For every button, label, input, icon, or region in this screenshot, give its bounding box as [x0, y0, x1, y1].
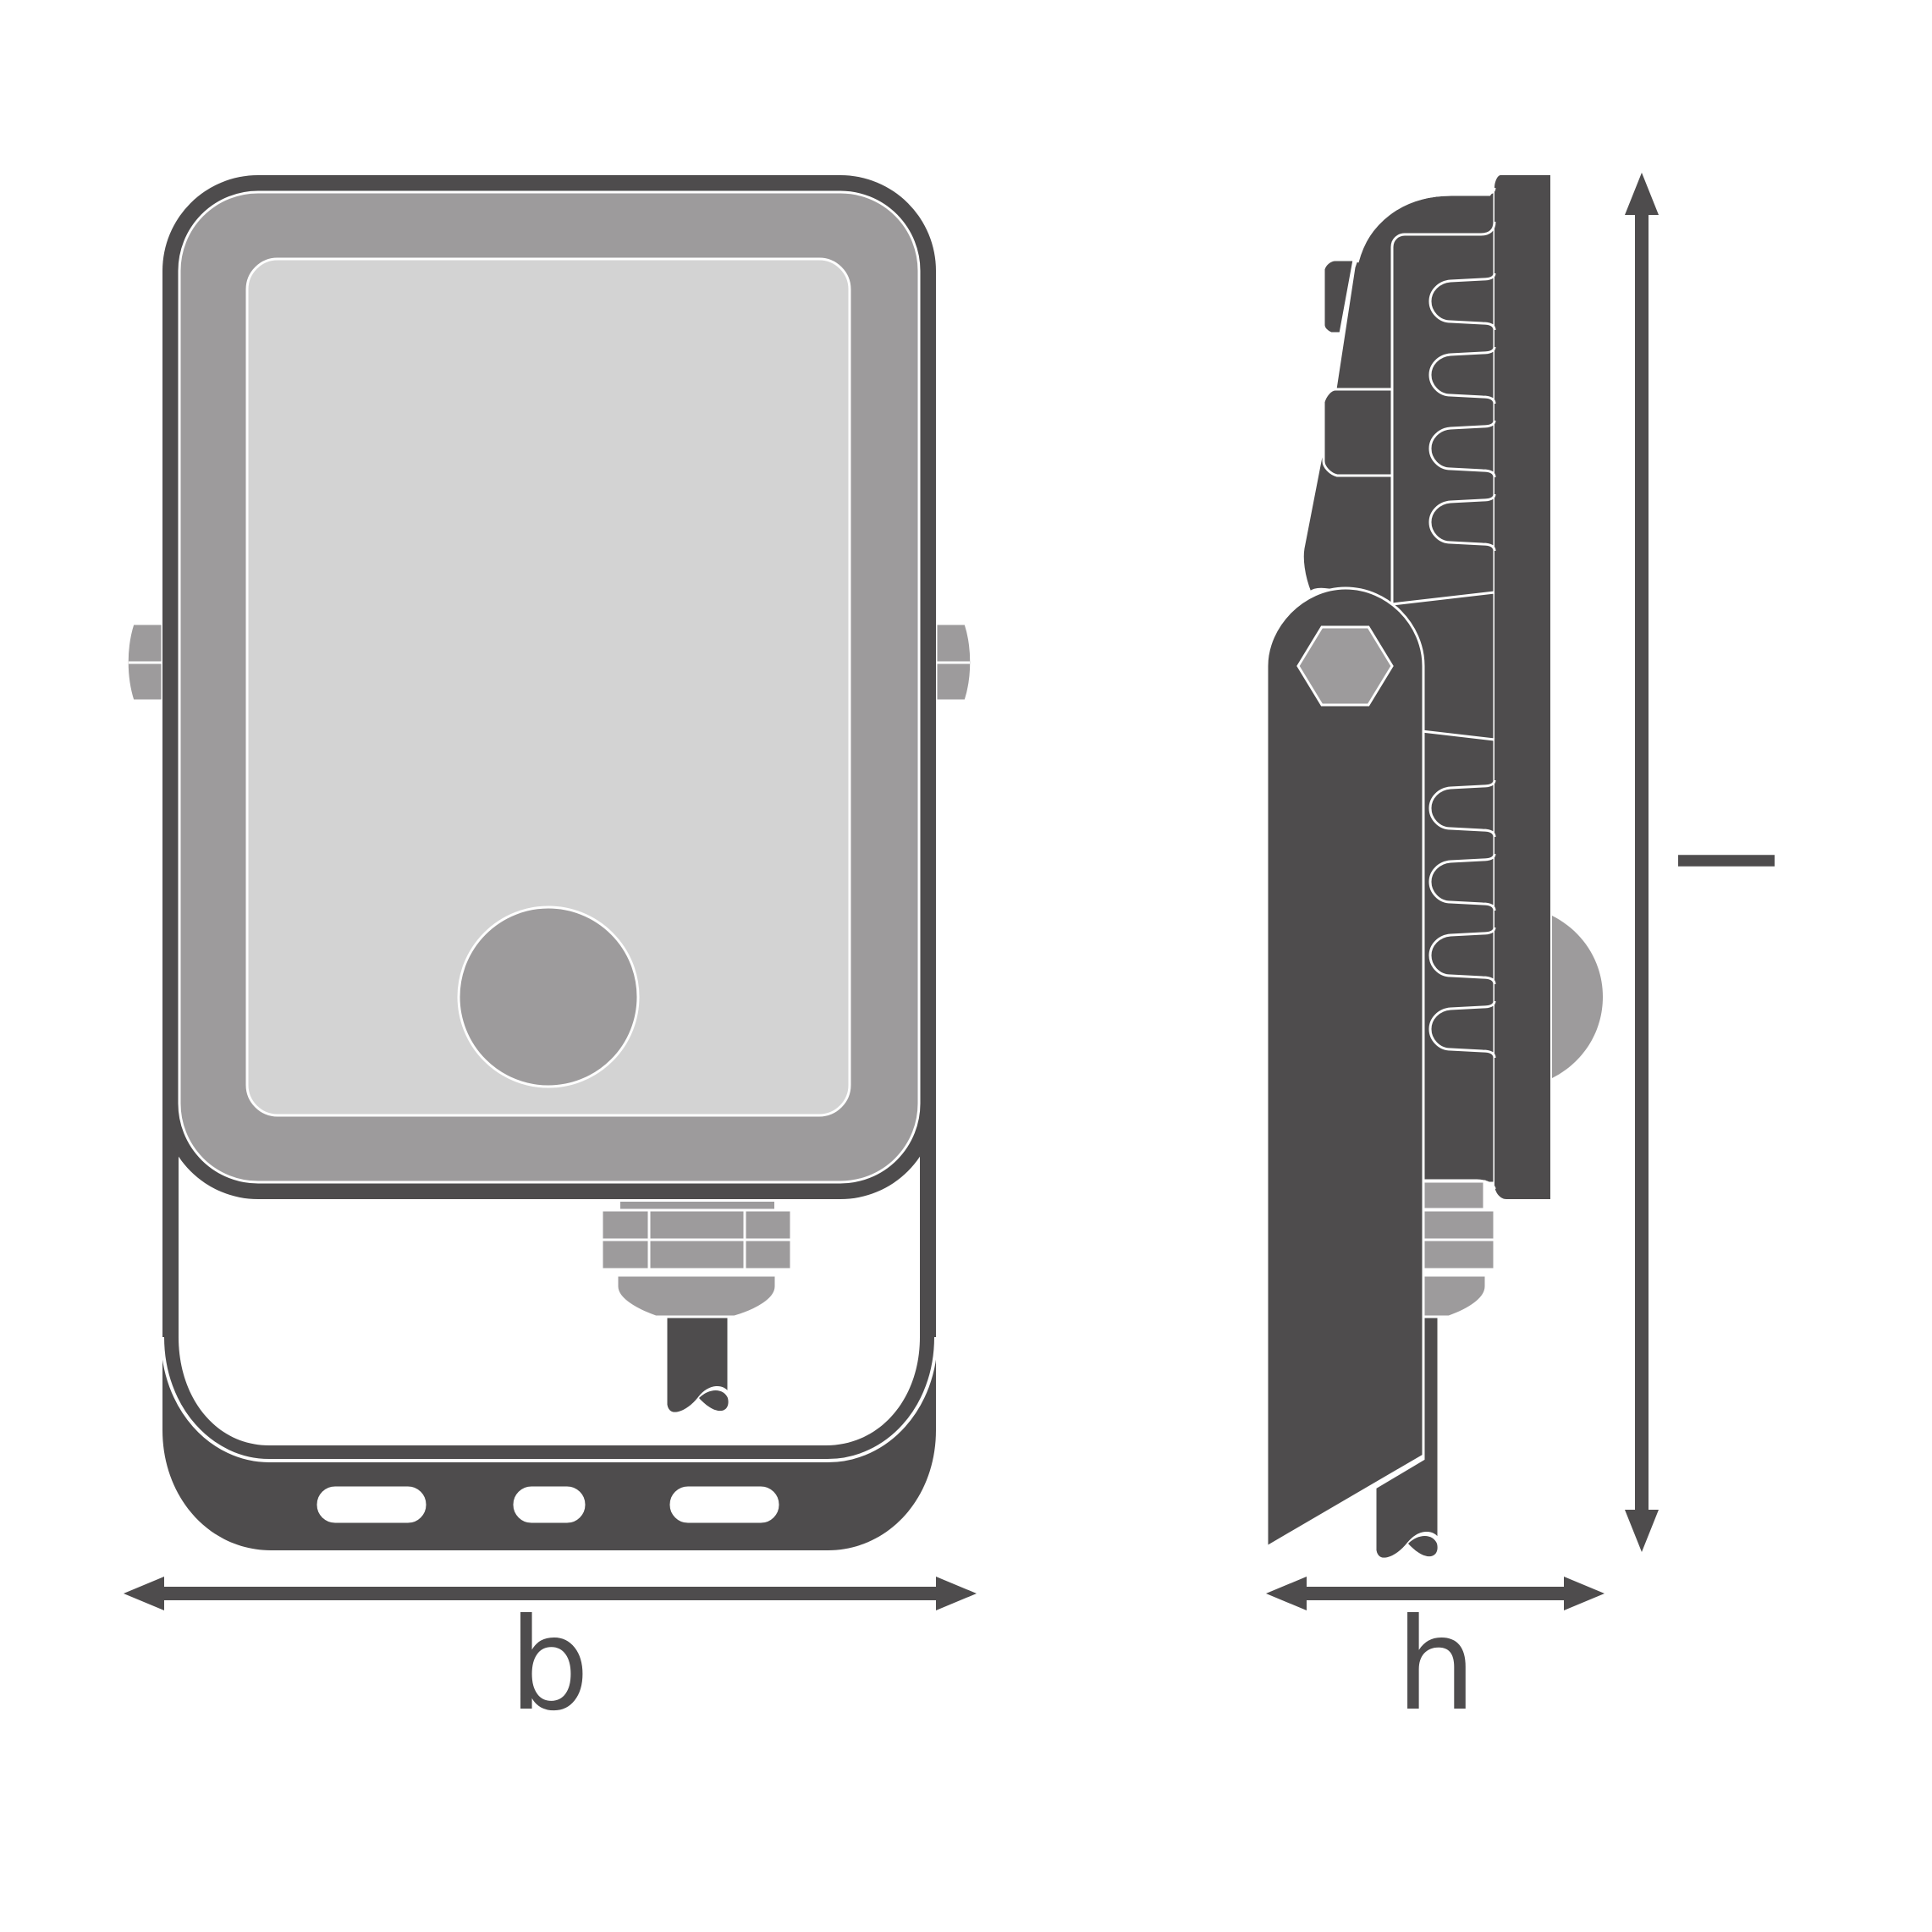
bracket-fold-line: [161, 1336, 938, 1462]
cable-end-side: [1408, 1536, 1438, 1557]
middle-tab: [1322, 388, 1394, 477]
width-dimension-arrow: [124, 1577, 977, 1610]
motion-sensor: [457, 905, 640, 1088]
length-dimension-arrow: [1625, 173, 1659, 1552]
cooling-fins-upper: [1428, 272, 1496, 552]
inner-housing-edge: [1390, 221, 1496, 606]
motion-sensor-side: [1552, 916, 1603, 1078]
width-dimension-label: b: [509, 1592, 590, 1739]
mounting-slot-right: [667, 1483, 782, 1526]
side-nut-right: [934, 622, 973, 702]
cable-end: [699, 1390, 729, 1412]
power-cable-side: [1373, 1315, 1440, 1560]
side-nut-left: [125, 622, 164, 702]
depth-dimension-arrow: [1266, 1577, 1604, 1610]
upper-tab: [1322, 258, 1356, 335]
mounting-hole-center: [510, 1483, 588, 1526]
front-view: [124, 175, 977, 1610]
depth-dimension-label: h: [1395, 1592, 1477, 1739]
lens-panel: [245, 257, 851, 1117]
cable-gland-side: [1422, 1180, 1496, 1318]
length-dimension-label: l: [1658, 843, 1805, 878]
cable-gland: [600, 1202, 793, 1318]
upper-housing-outline: [1356, 187, 1496, 263]
pivot-hex-bolt: [1296, 625, 1394, 707]
side-bracket-plate: [1265, 586, 1425, 1549]
side-view: [1265, 173, 1659, 1610]
front-face-plate: [1494, 175, 1550, 1199]
mounting-slot-left: [314, 1483, 429, 1526]
mounting-slots: [314, 1483, 782, 1526]
